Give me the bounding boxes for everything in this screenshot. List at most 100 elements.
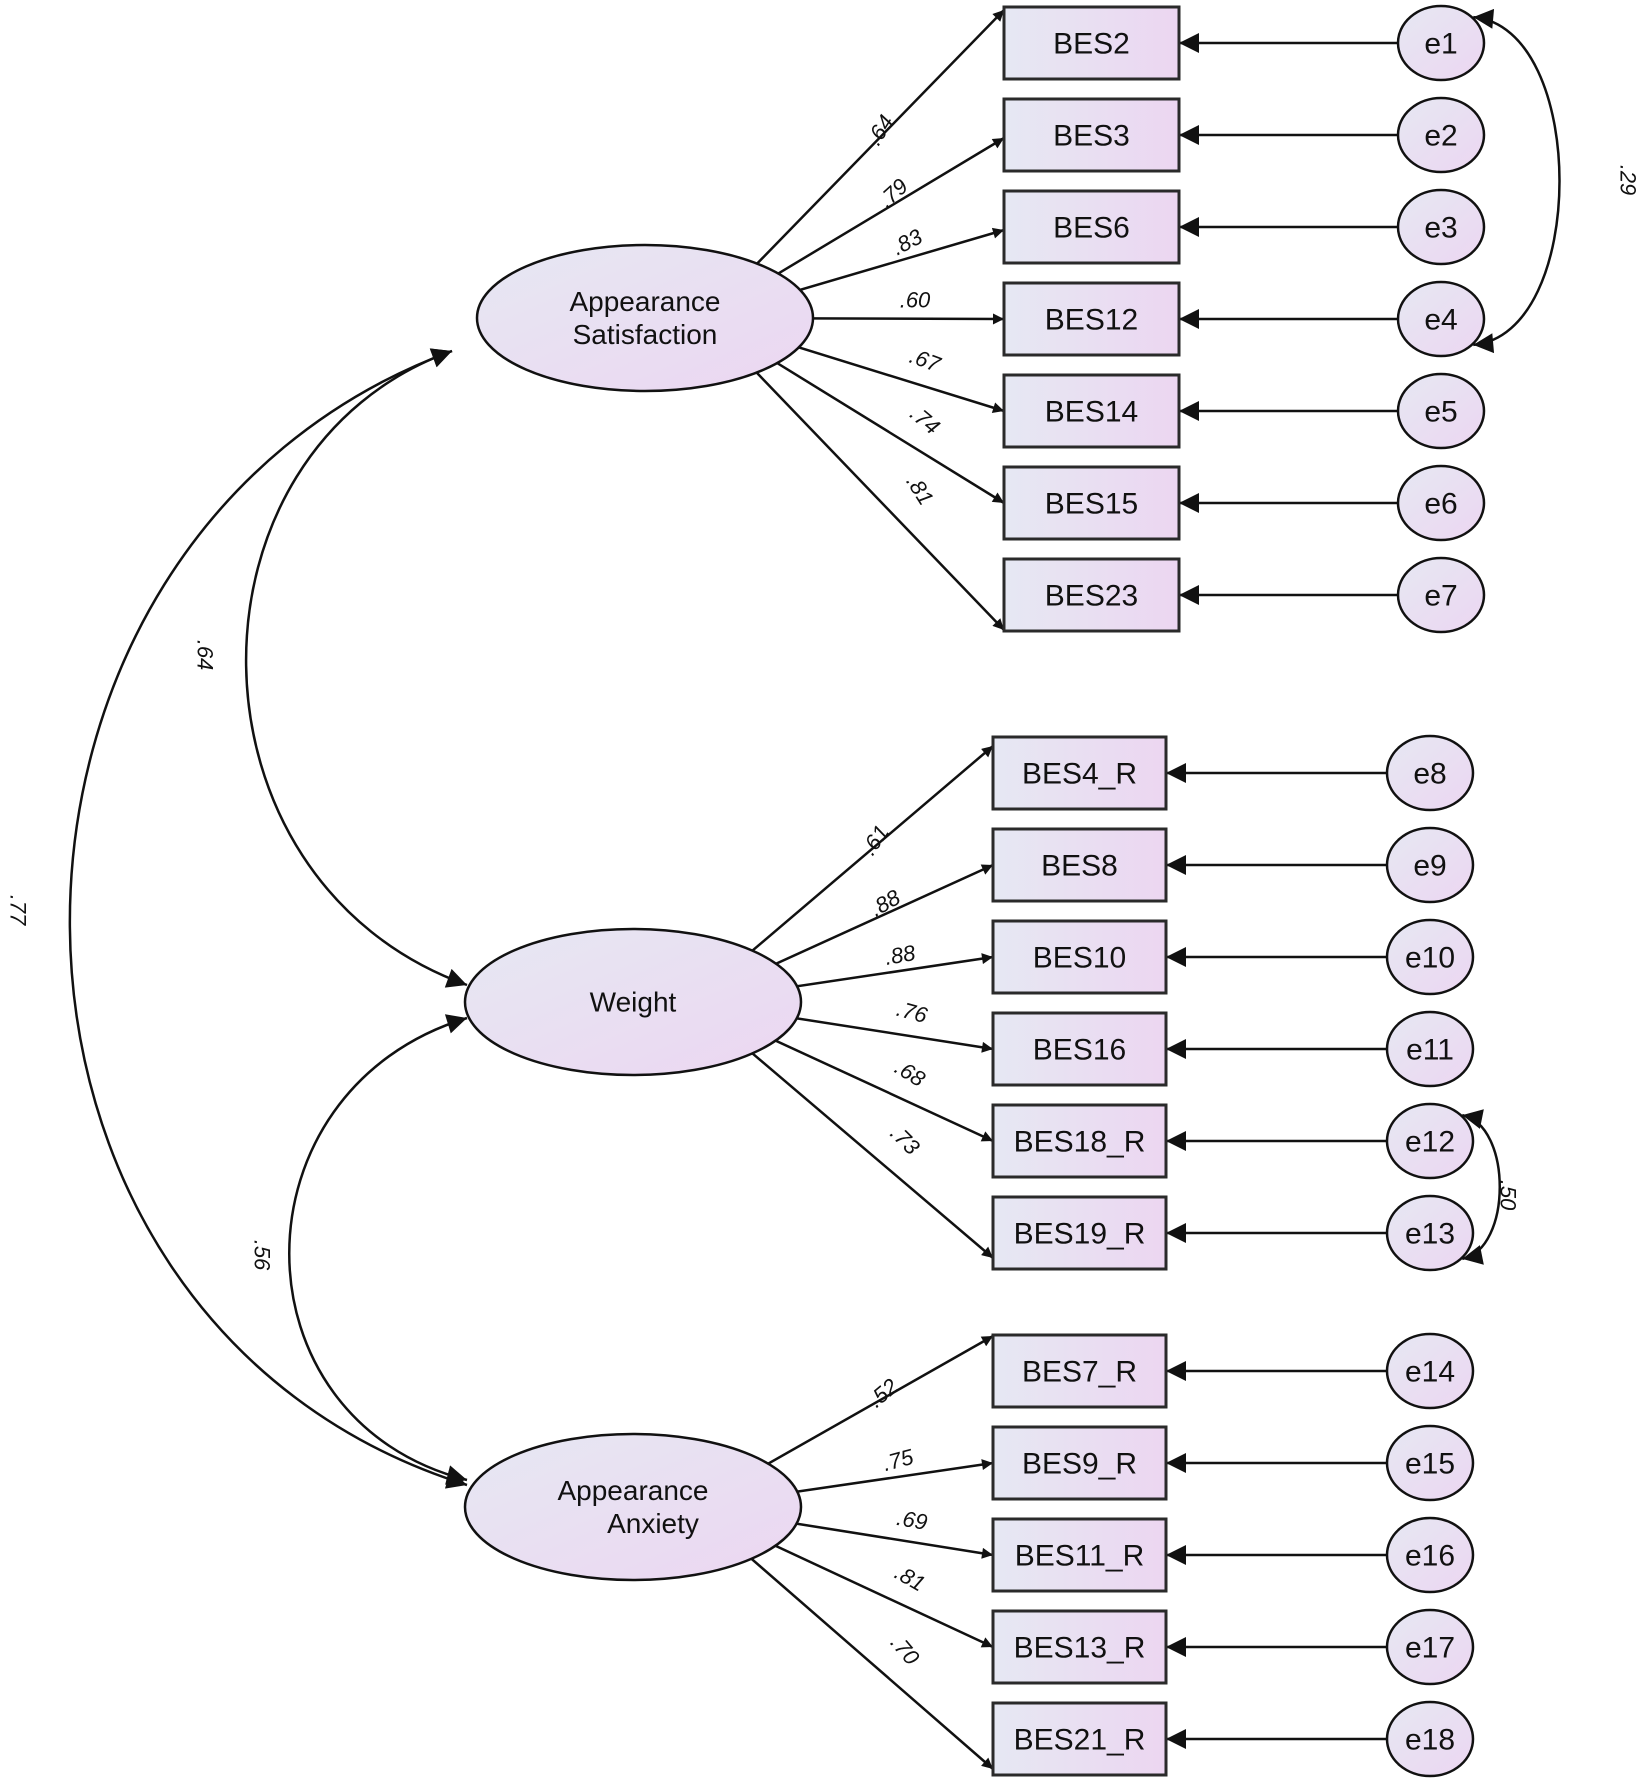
error-circle — [1396, 556, 1486, 634]
indicator-box — [1002, 189, 1181, 265]
indicator-label: BES18_R — [1014, 1126, 1146, 1159]
loading-arrow — [748, 344, 1005, 505]
loading-arrow — [736, 863, 994, 983]
error-label: e4 — [1424, 304, 1457, 337]
loading-arrow — [748, 363, 1005, 631]
loading-coefficient: .64 — [861, 110, 898, 149]
factor-covariance-curve — [68, 348, 468, 1489]
indicator-box — [1002, 373, 1181, 449]
indicator-label: BES3 — [1053, 120, 1130, 153]
error-label: e15 — [1405, 1448, 1455, 1481]
loading-coefficient: .88 — [883, 940, 918, 970]
indicator-label: BES21_R — [1014, 1724, 1146, 1757]
loading-coefficient: .76 — [894, 996, 931, 1028]
error-covariance-curve — [1473, 8, 1561, 354]
error-circle — [1385, 1102, 1475, 1180]
factor-label: Appearance — [569, 286, 720, 317]
error-circle — [1385, 1516, 1475, 1594]
indicator-box — [991, 735, 1168, 811]
indicator-box — [1002, 557, 1181, 633]
indicator-label: BES7_R — [1022, 1356, 1137, 1389]
error-circle — [1385, 1332, 1475, 1410]
factor-label: Satisfaction — [573, 319, 718, 350]
indicator-label: BES23 — [1045, 580, 1138, 613]
loading-coefficient: .81 — [891, 1560, 930, 1597]
factor-label: Weight — [590, 987, 677, 1018]
error-circle — [1385, 826, 1475, 904]
indicator-label: BES14 — [1045, 396, 1138, 429]
loading-coefficient: .73 — [885, 1120, 925, 1160]
error-circle — [1385, 1010, 1475, 1088]
indicator-label: BES2 — [1053, 28, 1130, 61]
indicator-box — [991, 1609, 1168, 1685]
loading-arrow — [736, 1334, 994, 1483]
nodes-layer — [463, 4, 1486, 1778]
error-covariance-coefficient: .50 — [1496, 1180, 1521, 1211]
indicator-label: BES10 — [1033, 942, 1126, 975]
error-label: e16 — [1405, 1540, 1455, 1573]
loading-arrow — [748, 136, 1005, 293]
error-covariance-curve — [1461, 1109, 1501, 1265]
factor-covariance-curve — [288, 1014, 468, 1485]
loading-arrow — [748, 9, 1005, 273]
loading-coefficient: .75 — [880, 1444, 917, 1476]
loading-arrow — [736, 1526, 994, 1649]
loading-arrow — [736, 1021, 994, 1143]
indicator-box — [991, 919, 1168, 995]
covariance-coefficient: .56 — [250, 1240, 275, 1271]
loading-coefficient: .69 — [895, 1505, 929, 1535]
loading-coefficient: .88 — [866, 884, 906, 921]
loading-coefficient: .61 — [856, 820, 894, 859]
indicator-box — [1002, 465, 1181, 541]
error-circle — [1385, 918, 1475, 996]
error-label: e2 — [1424, 120, 1457, 153]
factor-label: Appearance — [557, 1475, 708, 1506]
indicator-label: BES19_R — [1014, 1218, 1146, 1251]
factor-covariance-curve — [244, 348, 468, 988]
error-circle — [1385, 734, 1475, 812]
covariance-coefficient: .77 — [6, 895, 31, 926]
error-circle — [1396, 188, 1486, 266]
loading-arrow — [736, 1039, 994, 1259]
error-label: e12 — [1405, 1126, 1455, 1159]
error-label: e10 — [1405, 942, 1455, 975]
indicator-label: BES9_R — [1022, 1448, 1137, 1481]
factor-label: Anxiety — [607, 1508, 699, 1539]
factor-ellipse — [463, 1432, 803, 1582]
indicator-box — [991, 1011, 1168, 1087]
indicator-label: BES6 — [1053, 212, 1130, 245]
indicator-label: BES11_R — [1015, 1540, 1145, 1573]
error-circle — [1385, 1194, 1475, 1272]
loading-coefficient: .70 — [886, 1630, 925, 1670]
indicator-label: BES15 — [1045, 488, 1138, 521]
error-label: e7 — [1424, 580, 1457, 613]
error-label: e14 — [1405, 1356, 1455, 1389]
error-label: e17 — [1405, 1632, 1455, 1665]
factor-ellipse — [463, 927, 803, 1077]
error-label: e18 — [1405, 1724, 1455, 1757]
indicator-box — [1002, 97, 1181, 173]
error-circle — [1385, 1424, 1475, 1502]
error-label: e5 — [1424, 396, 1457, 429]
error-circle — [1396, 372, 1486, 450]
error-covariance-coefficient: .29 — [1616, 165, 1641, 196]
indicator-box — [1002, 5, 1181, 81]
indicator-label: BES4_R — [1022, 758, 1137, 791]
indicator-label: BES12 — [1045, 304, 1138, 337]
error-label: e3 — [1424, 212, 1457, 245]
loading-coefficient: .79 — [873, 173, 912, 212]
error-label: e6 — [1424, 488, 1457, 521]
error-circle — [1396, 4, 1486, 82]
loading-arrow — [736, 745, 994, 965]
error-circle — [1396, 464, 1486, 542]
loading-coefficient: .68 — [890, 1054, 930, 1092]
indicator-box — [991, 1195, 1168, 1271]
error-label: e9 — [1413, 850, 1446, 883]
edges-layer — [68, 8, 1561, 1770]
error-circle — [1396, 96, 1486, 174]
error-circle — [1396, 280, 1486, 358]
indicator-box — [991, 1333, 1168, 1409]
error-label: e13 — [1405, 1218, 1455, 1251]
loading-coefficient: .81 — [901, 470, 938, 509]
